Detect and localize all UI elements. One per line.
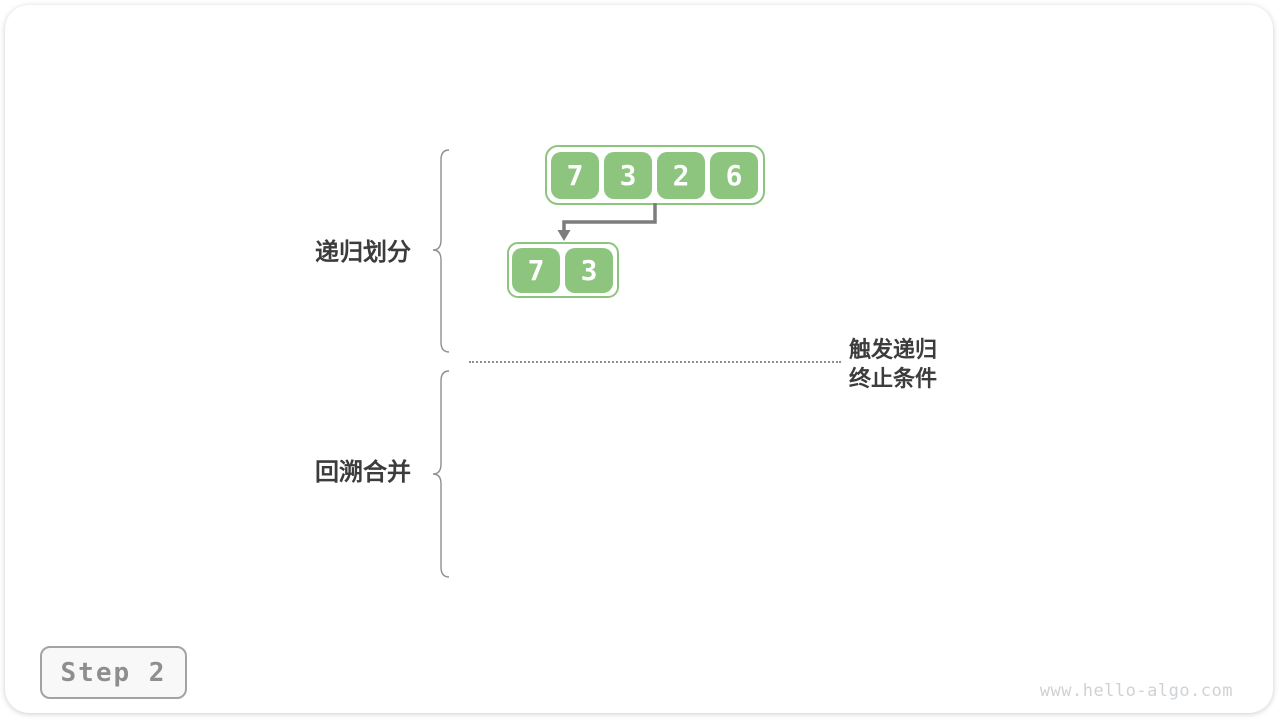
array-cell: 3: [604, 151, 652, 199]
merge-phase-label: 回溯合并: [315, 459, 411, 486]
array-cell: 7: [512, 247, 560, 293]
termination-condition-line1: 触发递归: [849, 337, 938, 362]
termination-divider-line: [469, 361, 841, 363]
termination-condition-line2: 终止条件: [849, 366, 938, 391]
brace-divide-phase: [432, 149, 450, 353]
divide-arrow: [557, 203, 657, 241]
termination-condition-label: 触发递归 终止条件: [849, 335, 937, 393]
array-cell: 2: [657, 151, 705, 199]
array-cell: 3: [565, 247, 613, 293]
watermark-url: www.hello-algo.com: [1039, 681, 1233, 701]
divide-phase-label: 递归划分: [315, 239, 411, 266]
step-badge: Step 2: [40, 646, 187, 699]
array-cell: 7: [551, 151, 599, 199]
figure-card: 递归划分 回溯合并 7 3 2 6 7 3 触发递归 终止条件 Step 2: [5, 5, 1273, 713]
array-full: 7 3 2 6: [545, 145, 765, 205]
array-cell: 6: [710, 151, 758, 199]
array-left-half: 7 3: [507, 242, 619, 298]
brace-merge-phase: [432, 370, 450, 578]
